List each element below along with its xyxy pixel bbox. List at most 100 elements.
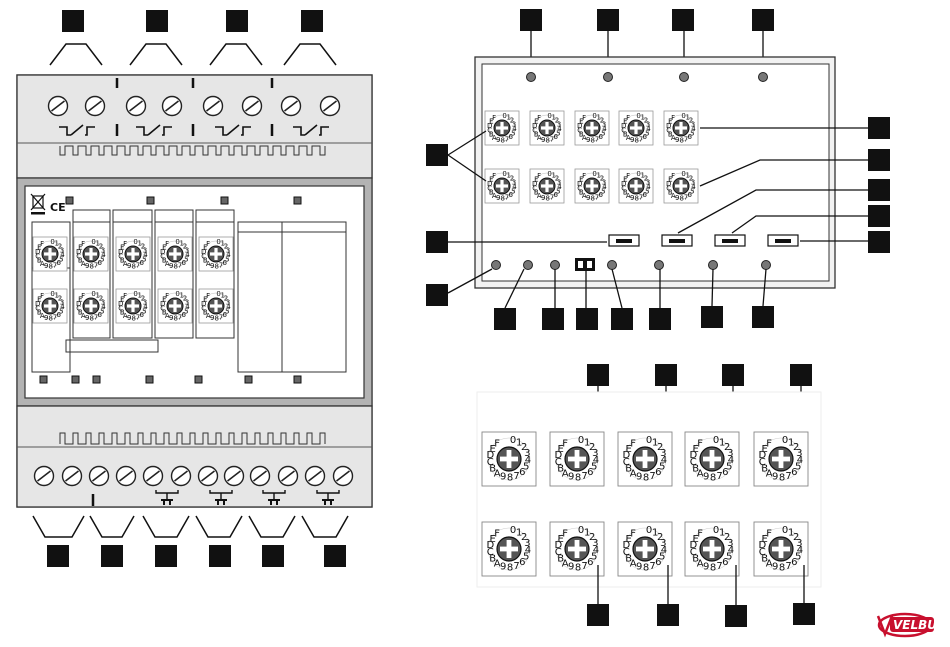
dial-digit: F bbox=[165, 240, 169, 248]
dial-digit: 6 bbox=[655, 557, 661, 568]
dial-digit: 1 bbox=[596, 172, 600, 180]
dial-digit: C bbox=[690, 457, 697, 468]
dial-digit: 2 bbox=[724, 532, 730, 543]
dial-digit: 8 bbox=[545, 195, 549, 203]
dial-digit: 5 bbox=[556, 187, 560, 195]
dial-digit: E bbox=[623, 176, 627, 184]
dial-digit: E bbox=[203, 244, 207, 252]
dial-digit: A bbox=[697, 558, 704, 569]
dial-digit: 5 bbox=[142, 307, 146, 315]
dial-digit: A bbox=[671, 134, 676, 142]
dial-digit: B bbox=[623, 131, 628, 139]
dial-digit: 2 bbox=[600, 175, 604, 183]
dial-digit: C bbox=[759, 547, 766, 558]
dial-digit: E bbox=[78, 244, 82, 252]
dial-digit: 6 bbox=[139, 259, 144, 267]
dial-digit: D bbox=[622, 540, 630, 551]
dial-digit: 6 bbox=[687, 133, 692, 141]
dial-digit: F bbox=[697, 529, 703, 540]
dial-digit: 0 bbox=[50, 238, 54, 246]
dial-digit: B bbox=[557, 463, 564, 474]
dial-digit: E bbox=[534, 176, 538, 184]
dial-digit: 7 bbox=[785, 471, 791, 482]
dial-digit: 7 bbox=[136, 314, 140, 322]
dial-digit: A bbox=[123, 260, 128, 268]
dial-digit: 6 bbox=[139, 311, 144, 319]
dial-digit: 5 bbox=[511, 129, 515, 137]
dial-digit: A bbox=[81, 312, 86, 320]
dial-digit: C bbox=[532, 184, 537, 192]
dial-digit: 3 bbox=[101, 247, 105, 255]
dial-digit: C bbox=[555, 457, 562, 468]
dial-digit: 9 bbox=[586, 194, 590, 202]
dial-digit: C bbox=[759, 457, 766, 468]
dial-digit: 1 bbox=[788, 528, 794, 539]
dial-digit: A bbox=[697, 468, 704, 479]
dial-digit: 9 bbox=[568, 562, 574, 573]
dial-digit: E bbox=[762, 444, 768, 455]
dial-digit: D bbox=[554, 450, 562, 461]
dial-digit: 7 bbox=[136, 262, 140, 270]
dial-digit: F bbox=[562, 439, 568, 450]
dial-digit: 8 bbox=[48, 315, 52, 323]
dial-digit: 0 bbox=[133, 238, 137, 246]
dial-digit: 9 bbox=[127, 314, 131, 322]
dial-digit: 9 bbox=[636, 562, 642, 573]
dial-digit: B bbox=[162, 309, 167, 317]
dial-digit: 2 bbox=[555, 175, 559, 183]
dial-digit: E bbox=[162, 244, 166, 252]
dial-digit: E bbox=[693, 444, 699, 455]
dial-digit: 1 bbox=[584, 528, 590, 539]
dial-digit: 6 bbox=[519, 557, 525, 568]
dial-digit: 0 bbox=[782, 435, 788, 446]
dial-digit: 1 bbox=[220, 240, 224, 248]
dial-digit: 6 bbox=[508, 133, 513, 141]
dial-digit: 9 bbox=[630, 136, 634, 144]
dial-digit: 2 bbox=[589, 532, 595, 543]
dial-digit: B bbox=[534, 131, 539, 139]
dial-digit: 2 bbox=[793, 442, 799, 453]
dial-digit: B bbox=[625, 463, 632, 474]
dial-digit: B bbox=[489, 463, 496, 474]
top-callout-1 bbox=[62, 10, 84, 32]
dial-digit: B bbox=[489, 189, 494, 197]
dial-digit: 4 bbox=[185, 251, 190, 259]
dial-digit: 4 bbox=[525, 545, 531, 556]
dial-digit: 3 bbox=[143, 247, 147, 255]
dial-digit: F bbox=[630, 439, 636, 450]
dial-digit: E bbox=[490, 444, 496, 455]
dial-digit: 8 bbox=[575, 473, 581, 484]
dial-digit: 4 bbox=[602, 125, 607, 133]
dial-digit: 7 bbox=[649, 471, 655, 482]
dial-digit: 3 bbox=[143, 299, 147, 307]
dial-digit: F bbox=[123, 240, 127, 248]
dial-digit: 0 bbox=[216, 238, 220, 246]
dial-digit: F bbox=[562, 529, 568, 540]
dial-digit: B bbox=[668, 131, 673, 139]
top-vent-comb bbox=[59, 145, 326, 156]
dial-digit: 7 bbox=[550, 136, 554, 144]
dial-digit: 9 bbox=[169, 314, 173, 322]
dial-digit: 7 bbox=[684, 136, 688, 144]
dial-digit: 9 bbox=[703, 472, 709, 483]
dial-digit: 8 bbox=[643, 473, 649, 484]
dial-digit: 7 bbox=[53, 314, 57, 322]
dial-digit: F bbox=[766, 439, 772, 450]
dial-digit: 0 bbox=[175, 290, 179, 298]
dial-digit: 0 bbox=[91, 238, 95, 246]
dial-digit: 9 bbox=[772, 562, 778, 573]
dial-digit: E bbox=[120, 296, 124, 304]
dial-digit: 5 bbox=[184, 307, 188, 315]
dial-digit: 0 bbox=[646, 525, 652, 536]
dial-digit: F bbox=[492, 172, 496, 180]
dial-digit: 7 bbox=[581, 561, 587, 572]
dial-digit: A bbox=[492, 192, 497, 200]
dial-digit: C bbox=[487, 126, 492, 134]
dial-digit: B bbox=[37, 257, 42, 265]
dial-digit: 9 bbox=[772, 472, 778, 483]
dial-digit: B bbox=[692, 553, 699, 564]
dial-digit: 4 bbox=[646, 125, 651, 133]
dial-digit: 3 bbox=[226, 247, 230, 255]
dial-digit: 8 bbox=[779, 473, 785, 484]
dial-digit: 3 bbox=[60, 247, 64, 255]
